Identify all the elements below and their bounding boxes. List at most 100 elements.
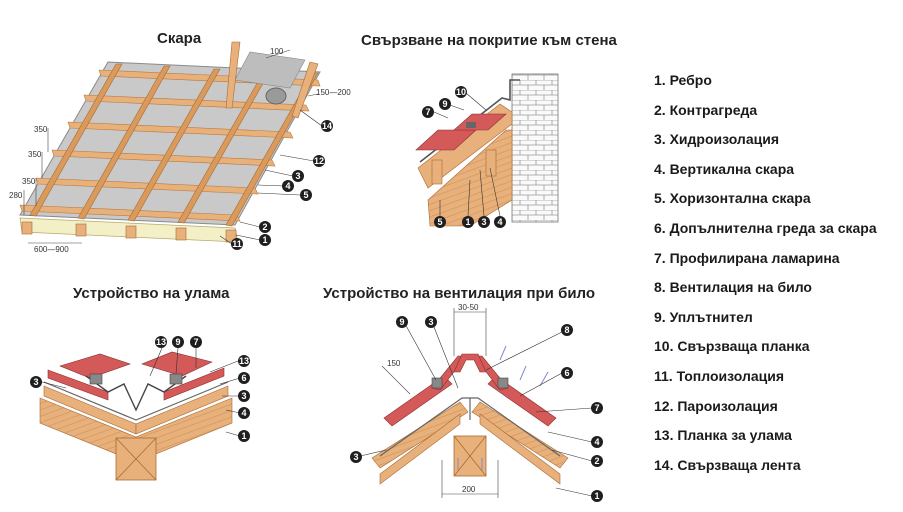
title-ridge-ventilation: Устройство на вентилация при било xyxy=(323,285,596,302)
svg-text:1: 1 xyxy=(465,217,470,227)
dim-350-b: 350 xyxy=(28,150,42,159)
callout-4: 4 xyxy=(238,407,250,419)
dim-350-a: 350 xyxy=(34,125,48,134)
dim-150-200: 150—200 xyxy=(316,88,351,97)
svg-text:3: 3 xyxy=(481,217,486,227)
callout-1: 1 xyxy=(591,490,603,502)
svg-text:1: 1 xyxy=(594,491,599,501)
svg-text:14: 14 xyxy=(322,121,332,131)
legend-item: 13. Планка за улама xyxy=(654,427,792,444)
dim-280: 280 xyxy=(9,191,23,200)
dim-600-900: 600—900 xyxy=(34,245,69,254)
title-wall-connection: Свързване на покритие към стена xyxy=(361,32,617,49)
callout-12: 12 xyxy=(313,155,325,167)
legend-item: 12. Пароизолация xyxy=(654,397,778,414)
callout-9: 9 xyxy=(439,98,451,110)
callout-3: 3 xyxy=(238,390,250,402)
dim-150: 150 xyxy=(387,359,401,368)
legend-item: 2. Контрагреда xyxy=(654,101,758,118)
wall-connection-diagram: 7 9 10 5 1 3 4 xyxy=(415,73,559,228)
svg-text:9: 9 xyxy=(399,317,404,327)
svg-text:1: 1 xyxy=(241,431,246,441)
dim-100: 100 xyxy=(270,47,284,56)
callout-11: 11 xyxy=(231,238,243,250)
svg-text:2: 2 xyxy=(262,222,267,232)
svg-text:10: 10 xyxy=(456,87,466,97)
ridge-diagram: 30-50 150 200 9 3 8 6 7 4 2 3 1 xyxy=(350,303,603,502)
legend-item: 1. Ребро xyxy=(654,72,712,88)
dim-30-50: 30-50 xyxy=(458,303,479,312)
svg-text:7: 7 xyxy=(594,403,599,413)
svg-text:3: 3 xyxy=(428,317,433,327)
svg-text:5: 5 xyxy=(437,217,442,227)
svg-text:1: 1 xyxy=(262,235,267,245)
callout-7: 7 xyxy=(591,402,603,414)
batten-diagram: 350 350 350 280 600—900 100 150—200 14 1… xyxy=(9,41,351,254)
svg-text:3: 3 xyxy=(353,452,358,462)
legend-item: 10. Свързваща планка xyxy=(654,338,810,355)
legend-item: 9. Уплътнител xyxy=(654,308,753,325)
legend-item: 7. Профилирана ламарина xyxy=(654,249,840,266)
callout-7: 7 xyxy=(190,336,202,348)
callout-10: 10 xyxy=(455,86,467,98)
valley-diagram: 3 13 9 7 13 6 3 4 1 xyxy=(30,336,250,481)
callout-2: 2 xyxy=(591,455,603,467)
callout-3: 3 xyxy=(30,376,42,388)
callout-9: 9 xyxy=(396,316,408,328)
svg-text:3: 3 xyxy=(241,391,246,401)
svg-text:11: 11 xyxy=(232,239,242,249)
callout-3: 3 xyxy=(292,170,304,182)
svg-text:3: 3 xyxy=(295,171,300,181)
brick-wall xyxy=(511,73,559,223)
legend-item: 5. Хоризонтална скара xyxy=(654,190,811,207)
callout-7: 7 xyxy=(422,106,434,118)
callout-4: 4 xyxy=(591,436,603,448)
callout-5: 5 xyxy=(434,216,446,228)
callout-6: 6 xyxy=(561,367,573,379)
svg-text:3: 3 xyxy=(33,377,38,387)
legend-item: 14. Свързваща лента xyxy=(654,456,801,473)
svg-text:4: 4 xyxy=(285,181,290,191)
callout-4: 4 xyxy=(494,216,506,228)
legend-item: 6. Допълнителна греда за скара xyxy=(654,219,877,236)
callout-13: 13 xyxy=(155,336,167,348)
legend-list: 1. Ребро 2. Контрагреда 3. Хидроизолация… xyxy=(654,66,877,480)
callout-1: 1 xyxy=(238,430,250,442)
svg-text:4: 4 xyxy=(497,217,502,227)
legend-item: 3. Хидроизолация xyxy=(654,131,779,148)
callout-3: 3 xyxy=(350,451,362,463)
legend-item: 11. Топлоизолация xyxy=(654,367,784,384)
callout-5: 5 xyxy=(300,189,312,201)
svg-text:5: 5 xyxy=(303,190,308,200)
svg-text:9: 9 xyxy=(175,337,180,347)
svg-text:7: 7 xyxy=(193,337,198,347)
svg-text:9: 9 xyxy=(442,99,447,109)
callout-13: 13 xyxy=(238,355,250,367)
callout-9: 9 xyxy=(172,336,184,348)
svg-text:13: 13 xyxy=(156,337,166,347)
svg-text:6: 6 xyxy=(241,373,246,383)
svg-text:2: 2 xyxy=(594,456,599,466)
legend-item: 4. Вертикална скара xyxy=(654,160,795,177)
callout-6: 6 xyxy=(238,372,250,384)
svg-text:6: 6 xyxy=(564,368,569,378)
svg-text:4: 4 xyxy=(241,408,246,418)
svg-text:13: 13 xyxy=(239,356,249,366)
callout-1: 1 xyxy=(462,216,474,228)
callout-2: 2 xyxy=(259,221,271,233)
svg-text:12: 12 xyxy=(314,156,324,166)
svg-text:8: 8 xyxy=(564,325,569,335)
legend-item: 8. Вентилация на било xyxy=(654,279,812,296)
callout-3: 3 xyxy=(478,216,490,228)
title-valley: Устройство на улама xyxy=(73,285,230,302)
svg-text:7: 7 xyxy=(425,107,430,117)
callout-1: 1 xyxy=(259,234,271,246)
callout-8: 8 xyxy=(561,324,573,336)
callout-14: 14 xyxy=(321,120,333,132)
dim-200: 200 xyxy=(462,485,476,494)
callout-3: 3 xyxy=(425,316,437,328)
title-batten: Скара xyxy=(157,30,202,47)
svg-text:4: 4 xyxy=(594,437,599,447)
dim-350-c: 350 xyxy=(22,177,36,186)
